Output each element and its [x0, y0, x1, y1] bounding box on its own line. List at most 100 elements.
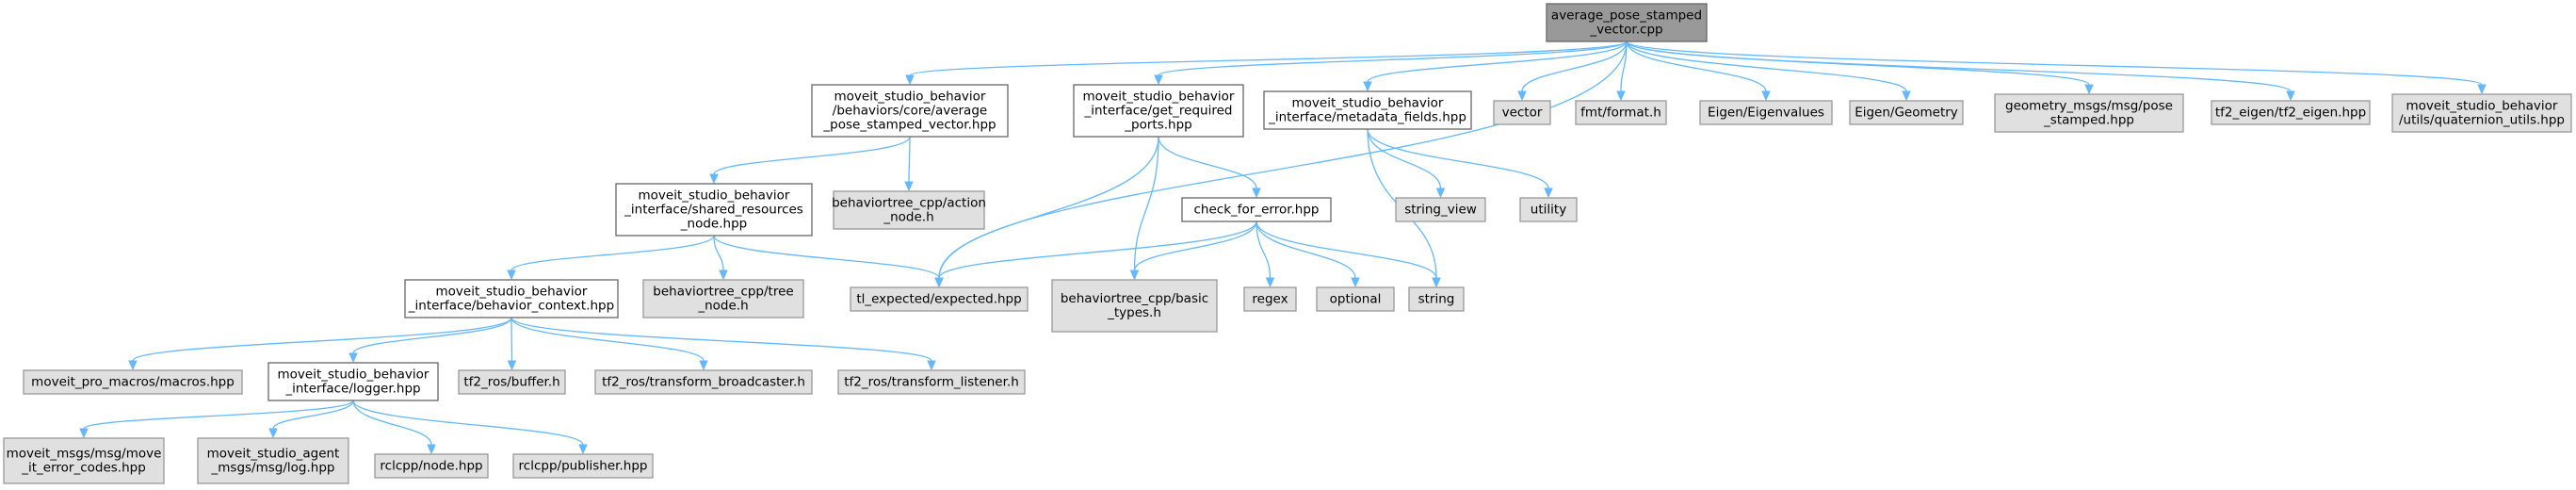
node-root-box [1546, 3, 1708, 42]
node-msalog-label-line-1: _msgs/msg/log.hpp [211, 461, 335, 476]
node-logger-box[interactable] [267, 362, 439, 401]
edge-bc-to-tfbuf [510, 317, 513, 362]
node-optional-box [1316, 286, 1395, 312]
node-grp[interactable]: moveit_studio_behavior_interface/get_req… [1073, 84, 1244, 138]
edge-root-to-gm [1626, 41, 2090, 86]
edge-root-to-tle [938, 41, 1628, 279]
edge-logger-to-msalog [272, 400, 354, 430]
edge-root-to-vector [1521, 41, 1628, 92]
node-mf-box[interactable] [1263, 90, 1472, 130]
node-tf2e-box [2211, 100, 2371, 125]
node-btan-label-line-0: behaviortree_cpp/action [832, 196, 986, 211]
node-util: utility [1519, 197, 1578, 222]
node-srn-label-line-1: _interface/shared_resources [624, 203, 803, 218]
node-regex: regex [1243, 286, 1297, 312]
edge-logger-to-mec [83, 400, 354, 430]
node-tfbr-box [594, 369, 813, 395]
node-fmt: fmt/format.h [1575, 100, 1667, 125]
edge-srn-to-tle [713, 235, 940, 279]
node-apsv-box[interactable] [811, 84, 1009, 138]
node-cfe-box[interactable] [1181, 197, 1332, 222]
node-fmt-box [1575, 100, 1667, 125]
node-mf[interactable]: moveit_studio_behavior_interface/metadat… [1263, 90, 1472, 130]
node-apsv-label-line-1: /behaviors/core/average [833, 104, 987, 119]
node-srn[interactable]: moveit_studio_behavior_interface/shared_… [615, 183, 813, 237]
node-grp-label-line-0: moveit_studio_behavior [1083, 90, 1235, 105]
node-logger[interactable]: moveit_studio_behavior_interface/logger.… [267, 362, 439, 401]
arrowhead-bc-to-tfbuf [507, 360, 517, 371]
node-fmt-label-line-0: fmt/format.h [1580, 106, 1661, 121]
node-gm-label-line-0: geometry_msgs/msg/pose [2005, 99, 2173, 114]
edge-root-to-quat [1626, 41, 2483, 86]
node-root: average_pose_stamped_vector.cpp [1546, 3, 1708, 42]
arrowhead-root-to-quat [2477, 84, 2487, 95]
edge-apsv-to-srn [713, 136, 911, 175]
node-regex-label-line-0: regex [1252, 292, 1288, 307]
edge-root-to-fmt [1620, 41, 1628, 92]
node-srn-label-line-2: _node.hpp [680, 217, 747, 232]
node-eigval-box [1699, 100, 1833, 125]
node-mec-box [3, 437, 165, 484]
node-tf2e-label-line-0: tf2_eigen/tf2_eigen.hpp [2215, 106, 2366, 121]
edge-cfe-to-btb [1133, 220, 1257, 271]
node-quat-label-line-0: moveit_studio_behavior [2406, 99, 2558, 114]
node-string: string [1408, 286, 1465, 312]
node-srn-box[interactable] [615, 183, 813, 237]
edge-root-to-grp [1158, 41, 1628, 76]
node-tfli: tf2_ros/transform_listener.h [837, 369, 1026, 395]
node-sv-box [1395, 197, 1486, 222]
edge-bc-to-tfbr [510, 317, 705, 362]
arrowhead-logger-to-mec [79, 428, 89, 439]
node-msalog-label-line-0: moveit_studio_agent [207, 447, 340, 462]
node-tfbuf: tf2_ros/buffer.h [458, 369, 566, 395]
node-util-label-line-0: utility [1531, 203, 1566, 218]
edge-root-to-tf2e [1626, 41, 2292, 92]
node-rnode-label-line-0: rclcpp/node.hpp [380, 459, 482, 474]
node-tfbr: tf2_ros/transform_broadcaster.h [594, 369, 813, 395]
node-tfli-box [837, 369, 1026, 395]
node-btb-label-line-0: behaviortree_cpp/basic [1061, 291, 1208, 306]
arrowhead-root-to-tf2e [2286, 90, 2295, 102]
node-bc[interactable]: moveit_studio_behavior_interface/behavio… [404, 279, 619, 318]
node-macros-label-line-0: moveit_pro_macros/macros.hpp [31, 375, 235, 390]
node-grp-box[interactable] [1073, 84, 1244, 138]
node-util-box [1519, 197, 1578, 222]
node-tfbuf-box [458, 369, 566, 395]
arrowhead-cfe-to-optional [1351, 277, 1360, 288]
node-logger-label-line-1: _interface/logger.hpp [284, 382, 420, 397]
arrowhead-bc-to-logger [348, 352, 358, 364]
edge-grp-to-tle [938, 136, 1159, 279]
node-btan-label-line-1: _node.h [883, 210, 933, 225]
arrowhead-bc-to-tfli [927, 360, 936, 371]
edge-grp-to-cfe [1158, 136, 1257, 189]
arrowhead-cfe-to-tle [934, 277, 944, 288]
node-bc-box[interactable] [404, 279, 619, 318]
edge-cfe-to-string [1256, 220, 1437, 279]
node-msalog-box [197, 437, 349, 484]
node-tf2e: tf2_eigen/tf2_eigen.hpp [2211, 100, 2371, 125]
arrowhead-cfe-to-regex [1265, 277, 1275, 288]
node-macros: moveit_pro_macros/macros.hpp [23, 369, 243, 395]
edge-root-to-eigeo [1626, 41, 1907, 92]
node-btt-box [642, 279, 804, 318]
edge-logger-to-rpub [352, 400, 584, 446]
node-rpub-box [512, 453, 654, 479]
node-cfe[interactable]: check_for_error.hpp [1181, 197, 1332, 222]
node-sv-label-line-0: string_view [1404, 203, 1477, 218]
node-btb-box [1051, 279, 1218, 333]
node-gm-box [1994, 93, 2184, 133]
node-apsv[interactable]: moveit_studio_behavior/behaviors/core/av… [811, 84, 1009, 138]
node-eigeo-box [1849, 100, 1964, 125]
nodes-layer: average_pose_stamped_vector.cpp moveit_st… [3, 3, 2572, 484]
edge-cfe-to-tle [938, 220, 1257, 279]
node-mec: moveit_msgs/msg/move_it_error_codes.hpp [3, 437, 165, 484]
node-btt-label-line-1: _node.h [697, 299, 748, 314]
node-vector-label-line-0: vector [1502, 106, 1543, 121]
node-btb: behaviortree_cpp/basic_types.h [1051, 279, 1218, 333]
node-gm: geometry_msgs/msg/pose_stamped.hpp [1994, 93, 2184, 133]
node-quat-label-line-1: /utils/quaternion_utils.hpp [2399, 113, 2565, 128]
arrowhead-root-to-gm [2084, 84, 2094, 95]
arrowhead-mf-to-sv [1435, 188, 1446, 199]
node-srn-label-line-0: moveit_studio_behavior [639, 188, 790, 204]
